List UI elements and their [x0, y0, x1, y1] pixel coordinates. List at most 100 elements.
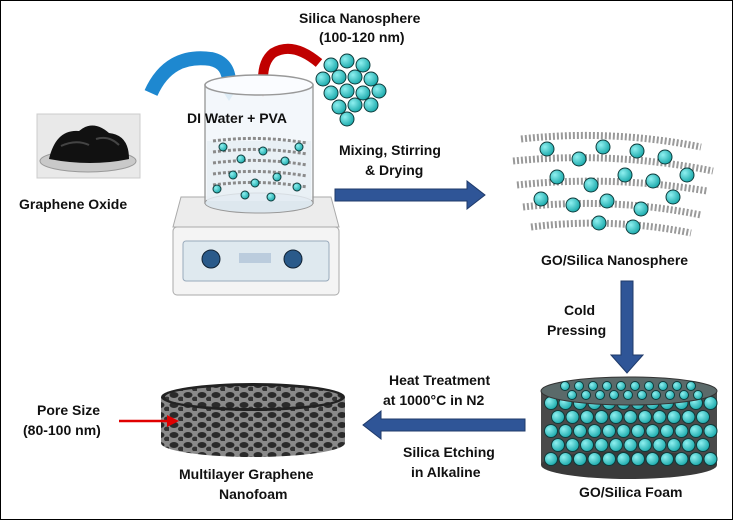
silica-sphere: [631, 452, 645, 466]
silica-sphere: [544, 424, 558, 438]
silica-sphere: [587, 452, 602, 466]
graphene-sheet-line: [520, 131, 702, 151]
silica-sphere: [616, 424, 631, 438]
silica-sphere: [633, 201, 649, 217]
silica-sphere: [637, 390, 647, 400]
silica-sphere: [240, 190, 250, 200]
silica-sphere: [594, 438, 609, 452]
silica-sphere: [667, 438, 681, 452]
silica-sphere: [581, 390, 591, 400]
graphene-sheet-line: [212, 169, 308, 178]
silica-sphere: [609, 390, 619, 400]
silica-sphere: [573, 424, 587, 438]
silica-sphere: [591, 215, 607, 231]
silica-sphere: [315, 71, 331, 87]
silica-sphere: [539, 141, 555, 157]
silica-sphere: [558, 424, 573, 438]
silica-sphere: [703, 396, 718, 410]
silica-sphere: [573, 452, 587, 466]
silica-sphere: [686, 381, 696, 391]
silica-sphere: [580, 410, 594, 424]
silica-sphere: [645, 452, 660, 466]
silica-sphere: [599, 193, 615, 209]
silica-sphere: [588, 381, 598, 391]
silica-sphere: [681, 410, 696, 424]
silica-sphere: [665, 189, 681, 205]
silica-sphere: [347, 97, 363, 113]
silica-sphere: [565, 410, 580, 424]
graphene-sheet-line: [516, 177, 708, 195]
di-water-pva-label: DI Water + PVA: [187, 110, 287, 126]
go-silica-foam-label: GO/Silica Foam: [579, 484, 683, 500]
graphene-sheet-line: [212, 158, 308, 167]
silica-sphere: [681, 438, 696, 452]
silica-sphere: [674, 452, 689, 466]
silica-sphere: [693, 390, 703, 400]
silica-sphere: [602, 452, 616, 466]
silica-etching-label-line1: Silica Etching: [403, 444, 495, 460]
silica-size-label: (100-120 nm): [319, 29, 405, 45]
silica-sphere: [609, 410, 623, 424]
silica-sphere: [371, 83, 387, 99]
silica-sphere: [544, 452, 558, 466]
silica-sphere: [294, 142, 304, 152]
silica-sphere: [250, 178, 260, 188]
silica-sphere: [638, 438, 652, 452]
silica-sphere: [660, 424, 674, 438]
silica-sphere: [638, 410, 652, 424]
silica-etching-label-line2: in Alkaline: [411, 464, 481, 480]
silica-sphere: [323, 57, 339, 73]
beaker-mixture: [212, 136, 308, 202]
silica-sphere: [645, 173, 661, 189]
silica-sphere: [595, 390, 605, 400]
graphene-sheet-line: [212, 180, 308, 189]
cold-pressing-label-line2: Pressing: [547, 322, 607, 338]
silica-sphere: [672, 381, 682, 391]
silica-sphere: [652, 438, 667, 452]
graphene-oxide-dish-image: [36, 113, 141, 179]
silica-sphere: [623, 438, 638, 452]
graphene-sheet-line: [512, 154, 714, 175]
silica-sphere: [594, 410, 609, 424]
silica-sphere: [609, 438, 623, 452]
silica-sphere: [323, 85, 339, 101]
silica-sphere: [258, 146, 268, 156]
silica-sphere: [574, 381, 584, 391]
silica-sphere: [212, 184, 222, 194]
silica-sphere: [665, 390, 675, 400]
silica-sphere: [587, 424, 602, 438]
silica-sphere: [236, 154, 246, 164]
graphene-sheet-line: [530, 219, 692, 237]
silica-sphere: [616, 381, 626, 391]
silica-sphere: [689, 452, 703, 466]
silica-sphere: [339, 83, 355, 99]
multilayer-graphene-label-line2: Nanofoam: [219, 486, 288, 502]
silica-sphere: [347, 69, 363, 85]
heat-treatment-arrow: [362, 409, 526, 441]
silica-sphere: [218, 142, 228, 152]
multilayer-graphene-label-line1: Multilayer Graphene: [179, 466, 314, 482]
silica-sphere: [339, 53, 355, 69]
heat-treatment-label-line1: Heat Treatment: [389, 372, 491, 388]
silica-sphere: [551, 438, 565, 452]
silica-sphere: [703, 452, 718, 466]
silica-sphere: [363, 71, 379, 87]
go-silica-nanosphere-label: GO/Silica Nanosphere: [541, 252, 689, 268]
silica-sphere: [644, 381, 654, 391]
silica-sphere: [355, 57, 371, 73]
go-silica-foam-cylinder: [540, 376, 718, 479]
silica-sphere: [696, 410, 710, 424]
silica-sphere: [565, 197, 581, 213]
silica-sphere: [625, 219, 641, 235]
silica-sphere: [696, 438, 710, 452]
silica-sphere: [533, 191, 549, 207]
heat-treatment-label-line2: at 1000°C in N2: [383, 392, 485, 408]
silica-sphere: [617, 167, 633, 183]
silica-sphere: [549, 169, 565, 185]
silica-sphere: [602, 381, 612, 391]
silica-sphere: [660, 452, 674, 466]
silica-sphere: [331, 69, 347, 85]
graphene-nanofoam-cylinder: [161, 383, 345, 457]
silica-sphere: [580, 438, 594, 452]
silica-nanosphere-cluster: [315, 53, 387, 127]
